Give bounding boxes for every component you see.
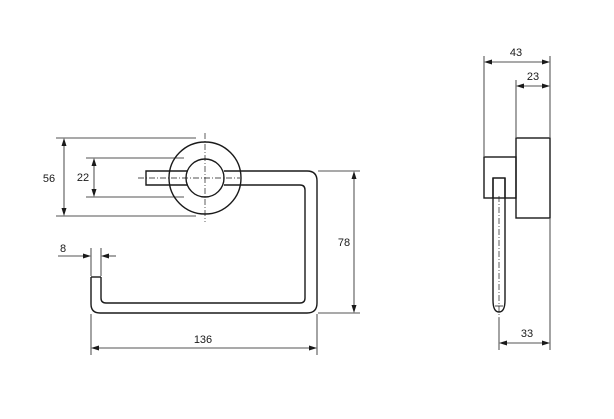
- arrow-43-right: [542, 59, 550, 65]
- arrow-136-right: [309, 345, 317, 351]
- arrow-22-bottom: [91, 189, 97, 197]
- arrow-56-bottom: [61, 208, 67, 216]
- arrow-78-top: [351, 171, 357, 179]
- side-view: 43 23 33: [483, 47, 551, 350]
- dim-label-56: 56: [43, 173, 55, 185]
- arrow-22-top: [91, 158, 97, 166]
- arrow-33-left: [499, 340, 507, 346]
- rail-outer: [90, 170, 318, 314]
- arrow-43-left: [484, 59, 492, 65]
- dim-label-78: 78: [338, 237, 350, 249]
- wall-plate: [515, 137, 551, 219]
- arrow-23-left: [516, 83, 524, 89]
- arrow-56-top: [61, 138, 67, 146]
- front-view: 56 22 8 136 78: [43, 133, 360, 355]
- dim-label-8: 8: [60, 243, 66, 255]
- arrow-78-bottom: [351, 305, 357, 313]
- arrow-33-right: [542, 340, 550, 346]
- dim-label-43: 43: [510, 47, 522, 59]
- mount-base: [483, 156, 517, 199]
- dim-label-136: 136: [194, 334, 212, 346]
- rail-inner: [100, 184, 306, 304]
- arrow-8-left: [83, 253, 91, 259]
- arrow-136-left: [91, 345, 99, 351]
- side-rod: [492, 177, 506, 198]
- dim-label-23: 23: [527, 71, 539, 83]
- arrow-8-right: [101, 253, 109, 259]
- rod-stub: [145, 170, 188, 186]
- arrow-23-right: [542, 83, 550, 89]
- dim-label-22: 22: [77, 172, 89, 184]
- dim-label-33: 33: [521, 328, 533, 340]
